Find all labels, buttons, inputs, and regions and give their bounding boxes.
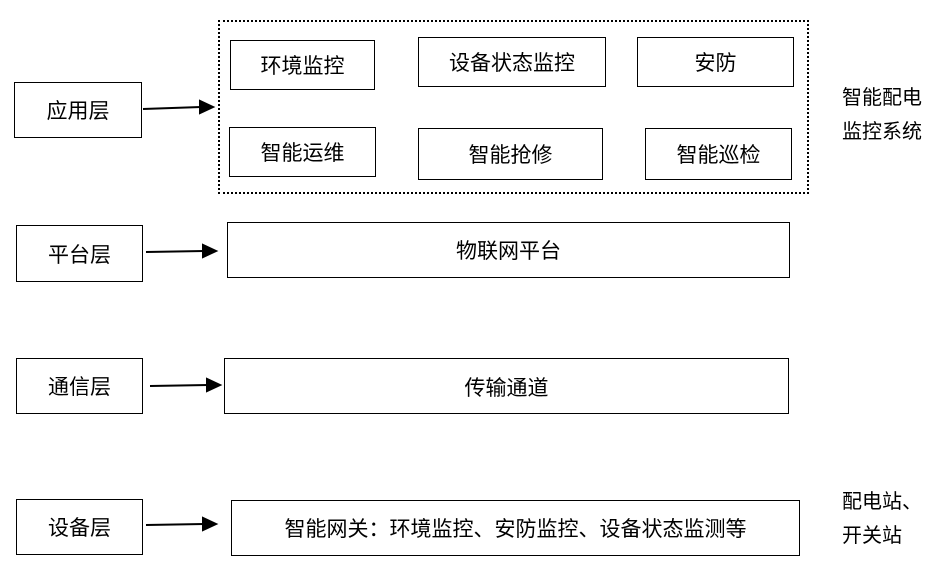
site-side-label-line2: 开关站 [842, 523, 902, 547]
layer-device: 设备层 [16, 499, 143, 555]
module-security-label: 安防 [694, 51, 737, 75]
module-environment-label: 环境监控 [260, 54, 345, 78]
layer-device-label: 设备层 [48, 516, 111, 540]
module-smart-ops-label: 智能运维 [260, 141, 345, 165]
site-side-label-line1: 配电站、 [842, 489, 922, 513]
arrow-platform [145, 250, 205, 253]
arrow-device [145, 523, 205, 526]
layer-communication: 通信层 [16, 358, 143, 414]
module-smart-patrol-label: 智能巡检 [676, 143, 761, 167]
platform-box-label: 物联网平台 [456, 239, 561, 263]
module-equipment-status-label: 设备状态监控 [449, 51, 575, 75]
system-side-label-line1: 智能配电 [842, 85, 922, 109]
module-smart-ops: 智能运维 [229, 127, 376, 177]
layer-communication-label: 通信层 [48, 375, 111, 399]
layer-application: 应用层 [14, 82, 142, 138]
device-box: 智能网关：环境监控、安防监控、设备状态监测等 [231, 500, 800, 556]
system-side-label: 智能配电 监控系统 [842, 80, 922, 148]
module-smart-patrol: 智能巡检 [645, 128, 792, 180]
site-side-label: 配电站、 开关站 [842, 484, 922, 552]
module-security: 安防 [637, 37, 794, 87]
platform-box: 物联网平台 [227, 222, 790, 278]
layer-platform: 平台层 [16, 225, 143, 282]
arrowhead-application [199, 99, 216, 115]
layer-application-label: 应用层 [46, 99, 110, 123]
arrow-communication [149, 384, 209, 387]
system-side-label-line2: 监控系统 [842, 119, 922, 143]
module-equipment-status: 设备状态监控 [418, 37, 606, 87]
module-smart-repair: 智能抢修 [418, 128, 603, 180]
arrowhead-communication [206, 377, 223, 393]
arrowhead-device [202, 516, 219, 532]
application-modules-group [218, 20, 809, 194]
communication-box-label: 传输通道 [464, 376, 549, 400]
arrow-application [142, 106, 202, 110]
module-environment: 环境监控 [230, 40, 375, 90]
communication-box: 传输通道 [224, 358, 789, 414]
module-smart-repair-label: 智能抢修 [468, 143, 553, 167]
layer-platform-label: 平台层 [48, 242, 111, 267]
device-box-label: 智能网关：环境监控、安防监控、设备状态监测等 [284, 517, 747, 541]
arrowhead-platform [202, 243, 219, 259]
